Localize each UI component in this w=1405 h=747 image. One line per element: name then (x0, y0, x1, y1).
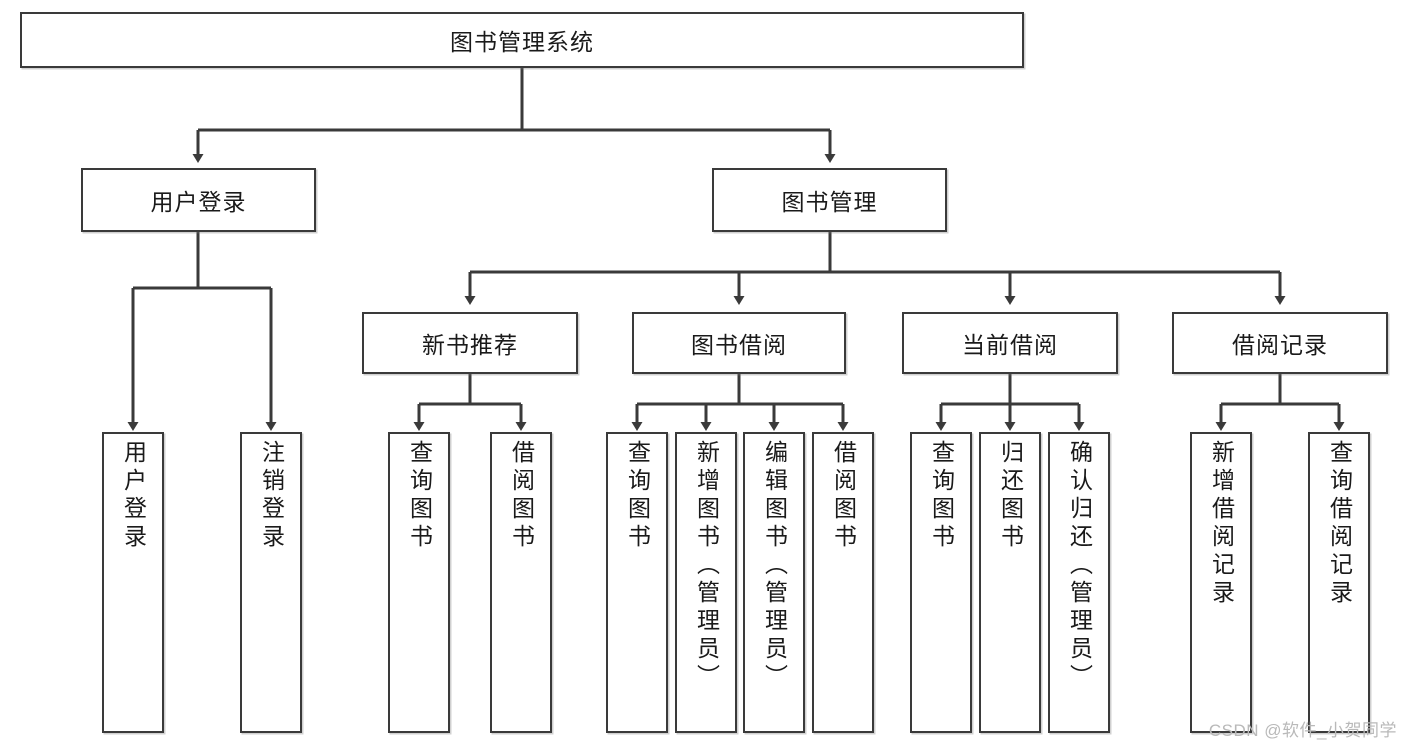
leaf-new-book-query-book[interactable]: 查询图书 (388, 432, 450, 733)
leaf-book-borrow-borrow-book[interactable]: 借阅图书 (812, 432, 874, 733)
node-label: 归还图书 (997, 440, 1024, 552)
node-label: 注销登录 (258, 440, 285, 552)
node-root-book-management-system[interactable]: 图书管理系统 (20, 12, 1024, 68)
node-label: 确认归还（管理员） (1066, 440, 1093, 692)
node-borrow-records[interactable]: 借阅记录 (1172, 312, 1388, 374)
node-label: 查询借阅记录 (1326, 440, 1353, 608)
node-label: 新书推荐 (422, 332, 518, 358)
leaf-book-borrow-query-book[interactable]: 查询图书 (606, 432, 668, 733)
node-current-borrow[interactable]: 当前借阅 (902, 312, 1118, 374)
node-label: 图书管理 (781, 189, 878, 215)
node-label: 查询图书 (928, 440, 955, 552)
csdn-watermark: CSDN @软件_小贺同学 (1208, 721, 1397, 740)
node-label: 借阅图书 (830, 440, 857, 552)
node-label: 图书借阅 (691, 332, 787, 358)
leaf-user-login-login[interactable]: 用户登录 (102, 432, 164, 733)
node-label: 新增图书（管理员） (693, 440, 720, 692)
node-label: 查询图书 (624, 440, 651, 552)
node-label: 新增借阅记录 (1208, 440, 1235, 608)
leaf-borrow-records-add-record[interactable]: 新增借阅记录 (1190, 432, 1252, 733)
leaf-current-borrow-return-book[interactable]: 归还图书 (979, 432, 1041, 733)
node-label: 编辑图书（管理员） (761, 440, 788, 692)
node-book-management[interactable]: 图书管理 (712, 168, 947, 232)
node-label: 图书管理系统 (450, 29, 594, 55)
leaf-user-login-logout[interactable]: 注销登录 (240, 432, 302, 733)
leaf-current-borrow-confirm-return-admin[interactable]: 确认归还（管理员） (1048, 432, 1110, 733)
node-label: 借阅图书 (508, 440, 535, 552)
node-label: 借阅记录 (1232, 332, 1328, 358)
leaf-current-borrow-query-book[interactable]: 查询图书 (910, 432, 972, 733)
node-label: 用户登录 (120, 440, 147, 552)
node-label: 查询图书 (406, 440, 433, 552)
node-user-login[interactable]: 用户登录 (81, 168, 316, 232)
node-book-borrow[interactable]: 图书借阅 (632, 312, 846, 374)
leaf-book-borrow-add-book-admin[interactable]: 新增图书（管理员） (675, 432, 737, 733)
leaf-book-borrow-edit-book-admin[interactable]: 编辑图书（管理员） (743, 432, 805, 733)
node-new-book-recommend[interactable]: 新书推荐 (362, 312, 578, 374)
leaf-borrow-records-query-record[interactable]: 查询借阅记录 (1308, 432, 1370, 733)
node-label: 当前借阅 (962, 332, 1058, 358)
node-label: 用户登录 (150, 189, 247, 215)
leaf-new-book-borrow-book[interactable]: 借阅图书 (490, 432, 552, 733)
